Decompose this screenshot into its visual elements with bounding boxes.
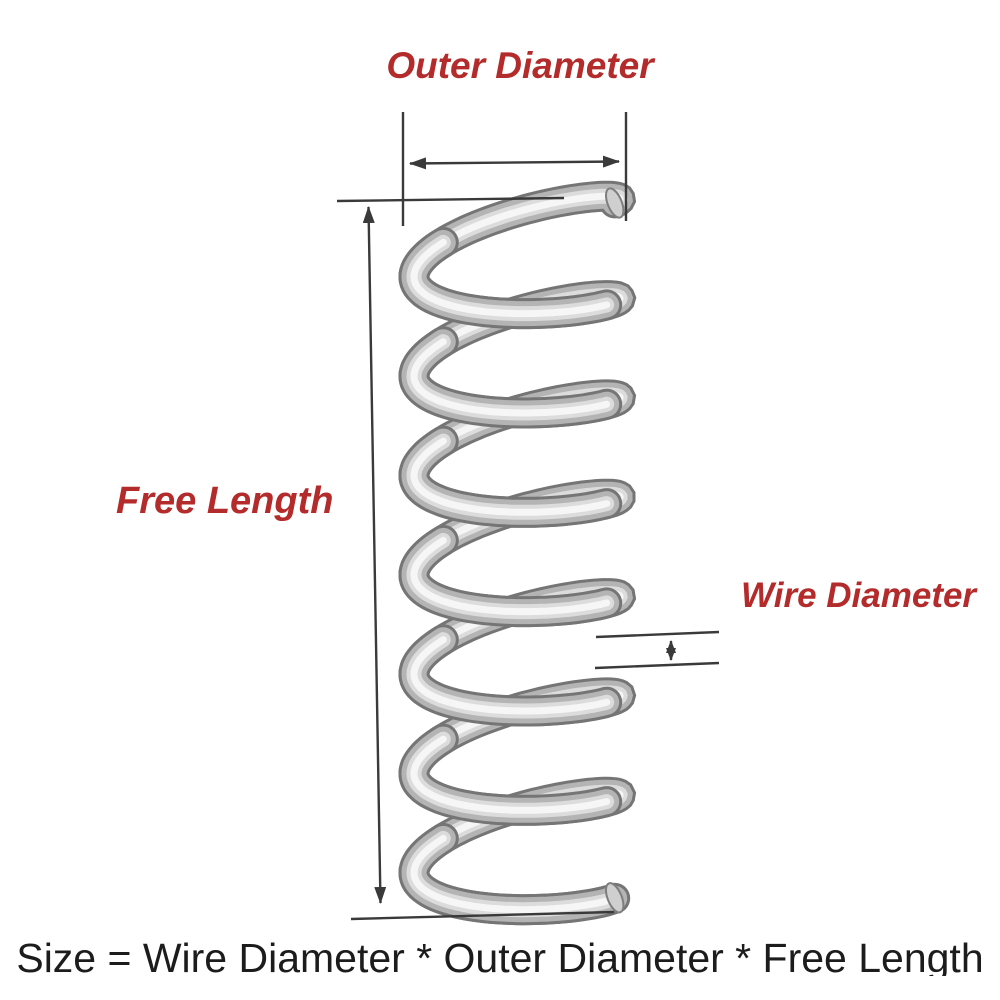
dimension-lines xyxy=(336,112,720,921)
bottom-wire-end xyxy=(604,882,625,914)
free-length-label: Free Length xyxy=(116,480,334,522)
compression-spring-photo xyxy=(398,180,637,926)
spring-coil-stroke xyxy=(410,238,611,318)
outer-diameter-label: Outer Diameter xyxy=(386,45,654,86)
spring-coil-stroke xyxy=(410,735,611,814)
free-length-top-extension-line xyxy=(336,196,565,203)
outer-diameter-arrow xyxy=(409,155,620,170)
spring-coil-stroke xyxy=(410,437,611,516)
size-formula-text: Size = Wire Diameter * Outer Diameter * … xyxy=(16,935,984,976)
free-length-arrow xyxy=(362,206,387,904)
wire-diameter-bottom-line xyxy=(594,661,720,670)
wire-diameter-label: Wire Diameter xyxy=(741,576,977,615)
spring-coil-stroke xyxy=(410,834,611,914)
spring-coil-stroke xyxy=(410,536,611,616)
spring-coil-stroke xyxy=(410,636,611,715)
spring-coil-stroke xyxy=(410,338,611,417)
free-length-bottom-extension-line xyxy=(350,910,615,921)
wire-diameter-top-line xyxy=(595,630,720,639)
top-wire-end xyxy=(604,187,625,219)
spring-wire-cut-ends xyxy=(604,187,625,914)
